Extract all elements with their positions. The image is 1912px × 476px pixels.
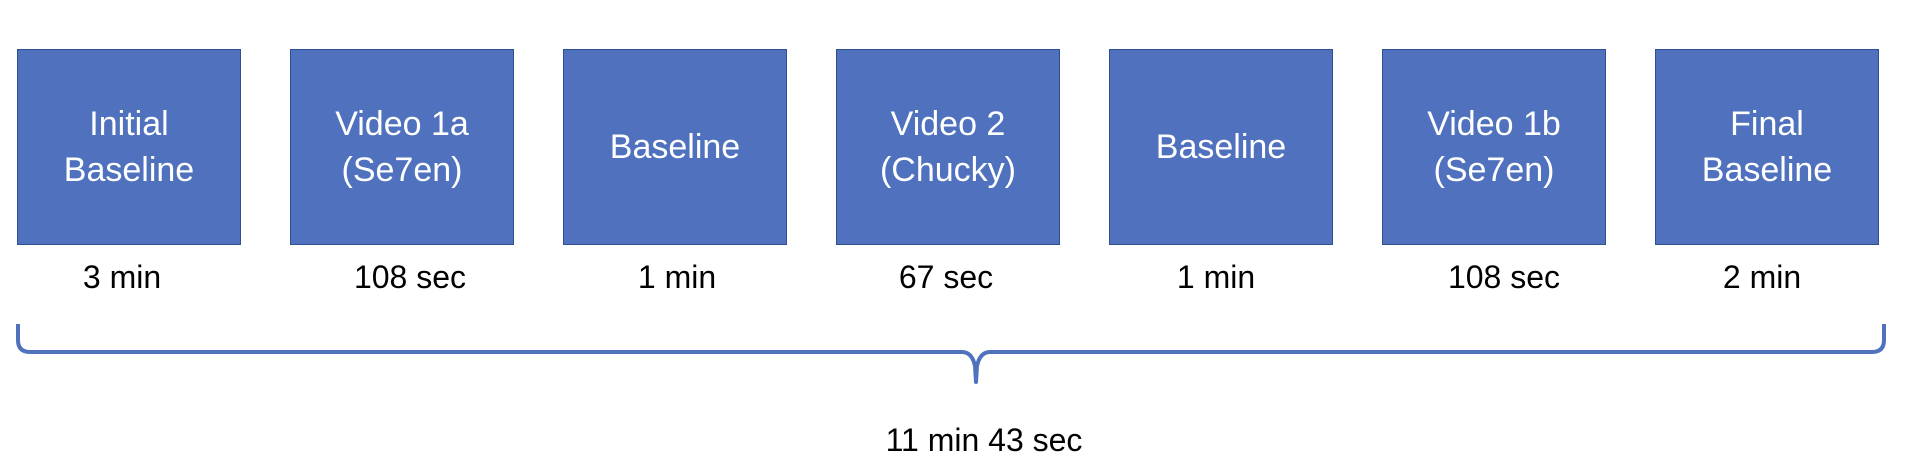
duration-video-1a: 108 sec (353, 259, 467, 295)
duration-video-2: 67 sec (898, 259, 994, 295)
block-video-2: Video 2 (Chucky) (836, 49, 1060, 245)
block-initial-baseline: Initial Baseline (17, 49, 241, 245)
block-label: Video 1a (Se7en) (335, 105, 469, 189)
block-label: Video 2 (Chucky) (879, 105, 1017, 189)
total-duration: 11 min 43 sec (0, 418, 1912, 462)
block-video-1a: Video 1a (Se7en) (290, 49, 514, 245)
total-duration-label: 11 min 43 sec (885, 422, 1083, 458)
block-label: Baseline (1155, 128, 1287, 166)
block-label: Final Baseline (1701, 105, 1833, 189)
duration-baseline-2: 1 min (1176, 259, 1256, 295)
block-video-1b: Video 1b (Se7en) (1382, 49, 1606, 245)
duration-baseline-1: 1 min (637, 259, 717, 295)
duration-final-baseline: 2 min (1722, 259, 1802, 295)
block-label: Video 1b (Se7en) (1427, 105, 1561, 189)
block-baseline-2: Baseline (1109, 49, 1333, 245)
block-label: Initial Baseline (63, 105, 195, 189)
duration-video-1b: 108 sec (1447, 259, 1561, 295)
total-duration-brace (16, 324, 1886, 384)
block-final-baseline: Final Baseline (1655, 49, 1879, 245)
duration-initial-baseline: 3 min (82, 259, 162, 295)
block-label: Baseline (609, 128, 741, 166)
block-baseline-1: Baseline (563, 49, 787, 245)
